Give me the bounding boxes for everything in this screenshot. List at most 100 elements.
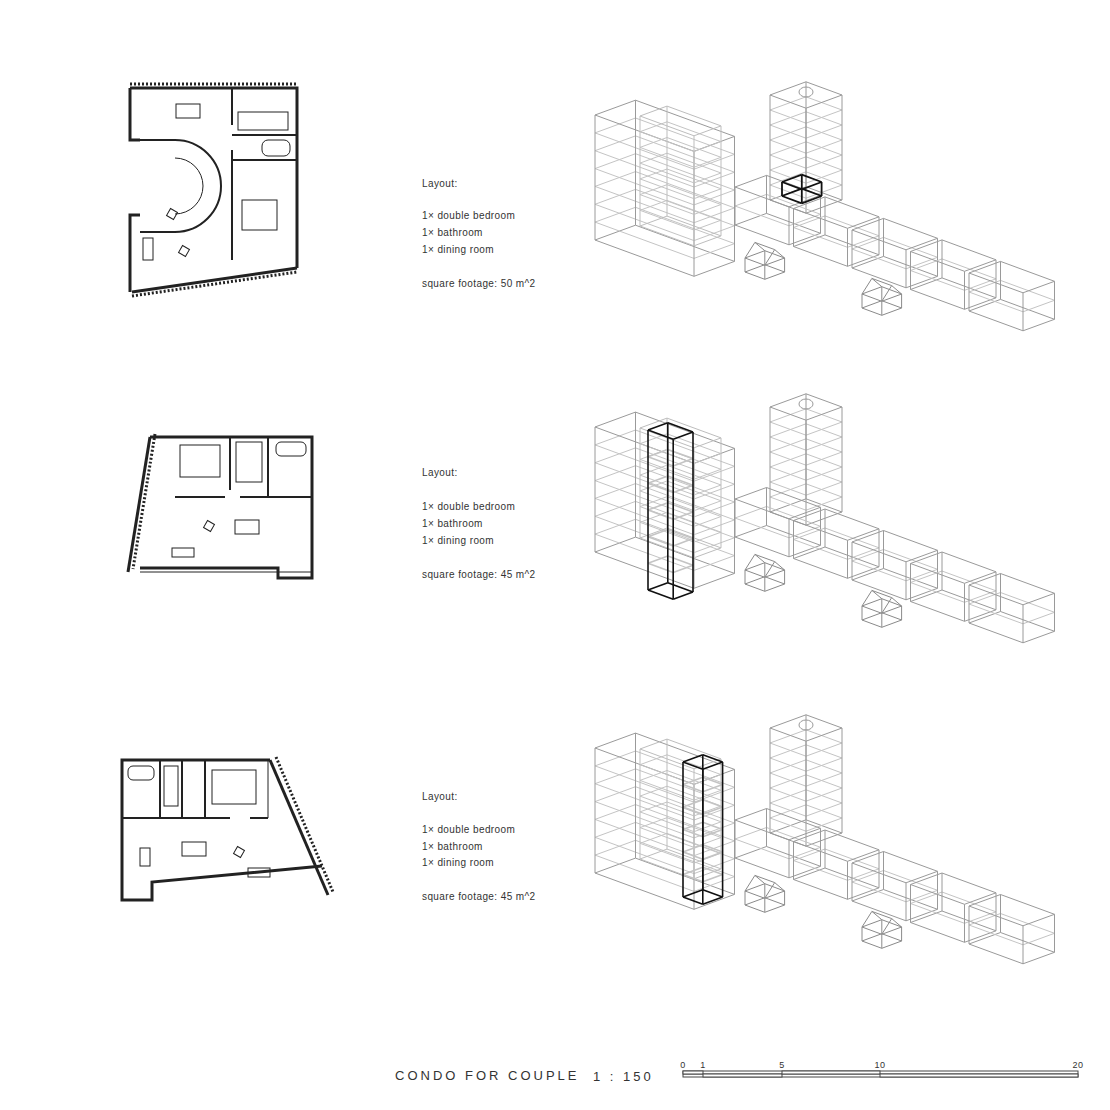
wall: [231, 150, 233, 260]
building-edge: [648, 476, 668, 483]
building-edge: [881, 613, 882, 627]
building-edge: [648, 503, 668, 510]
building-edge: [703, 890, 723, 897]
building-edge: [806, 157, 842, 170]
building-edge: [794, 849, 826, 861]
building-edge: [852, 542, 906, 562]
building-edge: [648, 583, 668, 590]
wall: [130, 215, 140, 292]
layout-note: 1× double bedroom: [422, 501, 515, 513]
scale-number: 1: [700, 1060, 705, 1070]
building-edge: [703, 867, 723, 874]
kitchen: [238, 112, 288, 130]
building-edge: [906, 238, 938, 250]
building-edge: [862, 613, 882, 620]
building-edge: [883, 531, 884, 569]
building-edge: [770, 112, 806, 125]
building-edge: [770, 469, 806, 482]
building-edge: [965, 572, 997, 584]
building-edge: [745, 884, 765, 891]
building-edge: [667, 106, 668, 216]
building-edge: [640, 106, 667, 116]
building-edge: [794, 228, 848, 248]
building-edge: [862, 599, 882, 606]
building-edge: [683, 890, 703, 897]
building-edge: [862, 590, 872, 606]
building-edge: [722, 762, 724, 897]
building-edge: [942, 552, 943, 590]
building-edge: [770, 452, 806, 465]
building-edge: [595, 484, 636, 499]
building-edge: [770, 422, 806, 435]
building-edge: [595, 225, 636, 240]
building-edge: [862, 278, 872, 294]
wall: [130, 88, 140, 140]
building-edge: [703, 807, 723, 814]
building-edge: [745, 251, 765, 258]
building-edge: [668, 423, 693, 432]
building-edge: [911, 885, 965, 905]
building-edge: [942, 873, 943, 911]
building-edge: [770, 467, 806, 480]
building-edge: [636, 733, 735, 769]
building-edge: [764, 265, 765, 279]
building-edge: [882, 599, 902, 606]
building-edge: [881, 920, 882, 934]
building-edge: [901, 294, 902, 308]
building-edge: [640, 771, 667, 781]
building-edge: [694, 806, 721, 816]
building-edge: [770, 818, 806, 831]
building-edge: [911, 278, 943, 290]
building-edge: [595, 537, 636, 552]
building-edge: [901, 606, 902, 620]
building-edge: [770, 95, 771, 200]
building-edge: [806, 745, 842, 758]
building-edge: [964, 583, 965, 621]
building-edge: [806, 484, 842, 497]
building-edge: [595, 534, 694, 570]
roof-opening: [799, 87, 813, 97]
building-edge: [595, 427, 596, 552]
building-edge: [879, 217, 880, 255]
building-edge: [640, 818, 667, 828]
building-edge: [765, 563, 785, 570]
building-edge: [781, 182, 783, 196]
building-edge: [852, 218, 884, 230]
building-edge: [595, 837, 694, 873]
building-edge: [735, 488, 767, 500]
building-edge: [694, 189, 721, 199]
building-edge: [648, 483, 673, 492]
scale-number: 20: [1073, 1060, 1084, 1070]
building-edge: [942, 552, 996, 572]
building-edge: [636, 537, 735, 573]
building-edge: [969, 593, 1001, 605]
building-edge: [1023, 281, 1055, 293]
building-edge: [595, 769, 636, 784]
building-edge: [910, 564, 911, 602]
stair: [175, 140, 221, 232]
scale-bar-frame: [683, 1071, 1078, 1077]
building-edge: [694, 466, 735, 481]
building-edge: [911, 904, 965, 924]
building-edge: [806, 112, 842, 125]
building-edge: [640, 786, 667, 796]
building-edge: [969, 292, 1023, 312]
building-edge: [882, 287, 902, 294]
window: [132, 272, 297, 296]
building-edge: [673, 592, 693, 599]
building-edge: [735, 839, 789, 859]
floor-plan: [130, 84, 297, 296]
building-edge: [703, 762, 723, 769]
building-edge: [892, 286, 902, 294]
building-edge: [595, 240, 694, 276]
building-edge: [595, 115, 694, 151]
building-edge: [882, 927, 902, 934]
building-edge: [847, 228, 848, 266]
building-edge: [793, 521, 794, 559]
building-edge: [765, 250, 775, 266]
building-edge: [640, 226, 694, 246]
building-edge: [806, 820, 842, 833]
building-edge: [969, 612, 1001, 624]
building-edge: [802, 175, 822, 182]
building-edge: [801, 175, 803, 189]
